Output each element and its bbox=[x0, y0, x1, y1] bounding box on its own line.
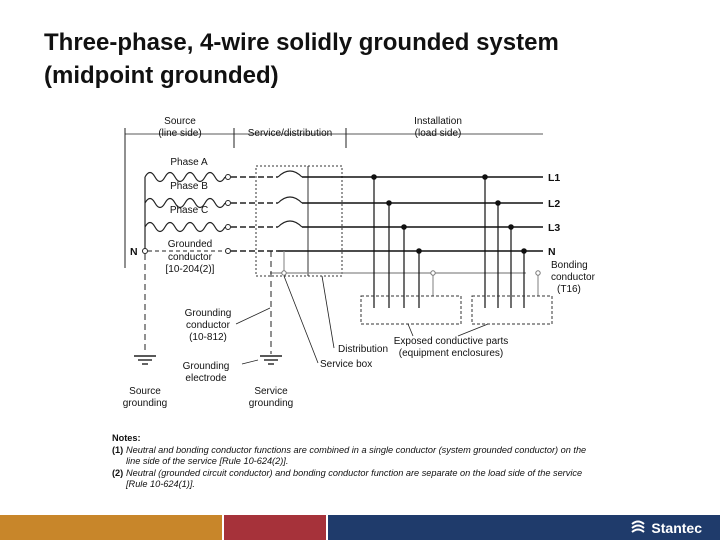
title-line-2: (midpoint grounded) bbox=[44, 62, 279, 89]
label-grounded-2: conductor bbox=[168, 252, 213, 263]
label-bonding-1: Bonding bbox=[551, 260, 588, 271]
leader-distribution bbox=[321, 275, 335, 349]
label-grounding-conductor-3: (10-812) bbox=[189, 332, 227, 343]
switch-a bbox=[277, 170, 303, 178]
label-grounded-1: Grounded bbox=[168, 239, 212, 250]
label-phase-a: Phase A bbox=[170, 157, 208, 168]
label-source-1: Source bbox=[164, 116, 196, 127]
winding-phase-a bbox=[144, 171, 226, 183]
label-bonding-3: (T16) bbox=[557, 284, 581, 295]
label-n-right: N bbox=[548, 246, 556, 258]
label-service-grounding-2: grounding bbox=[249, 398, 293, 409]
terminal-n bbox=[225, 248, 231, 254]
equipment-enclosure-2 bbox=[471, 295, 553, 325]
label-neutral-left: N bbox=[130, 246, 138, 258]
node-eq1-l3 bbox=[401, 224, 407, 230]
label-grounded-3: [10-204(2)] bbox=[166, 264, 215, 275]
logo-text: Stantec bbox=[651, 520, 702, 536]
label-service-distribution: Service/distribution bbox=[248, 128, 332, 139]
service-box-outline bbox=[255, 165, 309, 277]
label-l1: L1 bbox=[548, 172, 560, 184]
leader-service-box bbox=[283, 275, 319, 364]
switch-b bbox=[277, 196, 303, 204]
node-eq1-l2 bbox=[386, 200, 392, 206]
terminal-n-source bbox=[142, 248, 148, 254]
switch-c bbox=[277, 220, 303, 228]
note-1-number: (1) bbox=[112, 444, 124, 455]
label-installation-2: (load side) bbox=[415, 128, 462, 139]
note-2-number: (2) bbox=[112, 467, 124, 478]
label-service-grounding-1: Service bbox=[254, 386, 288, 397]
bond-node-3 bbox=[535, 270, 541, 276]
grounding-diagram: Source (line side) Service/distribution … bbox=[123, 116, 596, 409]
stantec-logo: Stantec bbox=[629, 518, 702, 538]
node-eq2-l1 bbox=[482, 174, 488, 180]
winding-phase-b bbox=[144, 197, 226, 209]
footer-bar: Stantec bbox=[0, 515, 720, 540]
footer-segment-blue bbox=[328, 515, 720, 540]
node-eq1-l1 bbox=[371, 174, 377, 180]
label-source-grounding-1: Source bbox=[129, 386, 161, 397]
stantec-mark-icon bbox=[631, 520, 646, 533]
equipment-enclosure-1 bbox=[360, 295, 462, 325]
winding-phase-c bbox=[144, 221, 226, 233]
node-eq2-l2 bbox=[495, 200, 501, 206]
label-installation-1: Installation bbox=[414, 116, 462, 127]
label-grounding-electrode-2: electrode bbox=[185, 373, 227, 384]
label-source-grounding-2: grounding bbox=[123, 398, 167, 409]
terminal-a bbox=[225, 174, 231, 180]
footer-segment-red bbox=[224, 515, 326, 540]
label-l2: L2 bbox=[548, 198, 560, 210]
leader-exposed-2 bbox=[457, 323, 489, 337]
label-grounding-conductor-2: conductor bbox=[186, 320, 231, 331]
leader-exposed-1 bbox=[407, 323, 414, 337]
label-exposed-2: (equipment enclosures) bbox=[399, 348, 504, 359]
leader-grounding-conductor bbox=[235, 307, 271, 325]
bond-node-2 bbox=[430, 270, 436, 276]
label-exposed-1: Exposed conductive parts bbox=[394, 336, 509, 347]
distribution-outline bbox=[307, 165, 343, 277]
label-phase-b: Phase B bbox=[170, 181, 208, 192]
note-1: (1) Neutral and bonding conductor functi… bbox=[112, 445, 602, 468]
label-phase-c: Phase C bbox=[170, 205, 208, 216]
label-service-box: Service box bbox=[320, 359, 372, 370]
terminal-c bbox=[225, 224, 231, 230]
label-bonding-2: conductor bbox=[551, 272, 596, 283]
label-l3: L3 bbox=[548, 222, 560, 234]
notes-block: Notes: (1) Neutral and bonding conductor… bbox=[112, 433, 602, 491]
leader-grounding-electrode bbox=[241, 359, 259, 365]
note-2: (2) Neutral (grounded circuit conductor)… bbox=[112, 468, 602, 491]
slide-title: Three-phase, 4-wire solidly grounded sys… bbox=[44, 26, 684, 92]
node-eq2-l3 bbox=[508, 224, 514, 230]
label-grounding-electrode-1: Grounding bbox=[183, 361, 230, 372]
bond-node-1 bbox=[281, 270, 287, 276]
notes-header: Notes: bbox=[112, 433, 141, 443]
label-distribution: Distribution bbox=[338, 344, 388, 355]
title-line-1: Three-phase, 4-wire solidly grounded sys… bbox=[44, 29, 559, 56]
footer-segment-orange bbox=[0, 515, 222, 540]
note-2-text: Neutral (grounded circuit conductor) and… bbox=[126, 467, 583, 490]
label-grounding-conductor-1: Grounding bbox=[185, 308, 232, 319]
note-1-text: Neutral and bonding conductor functions … bbox=[126, 444, 587, 467]
label-source-2: (line side) bbox=[158, 128, 201, 139]
terminal-b bbox=[225, 200, 231, 206]
